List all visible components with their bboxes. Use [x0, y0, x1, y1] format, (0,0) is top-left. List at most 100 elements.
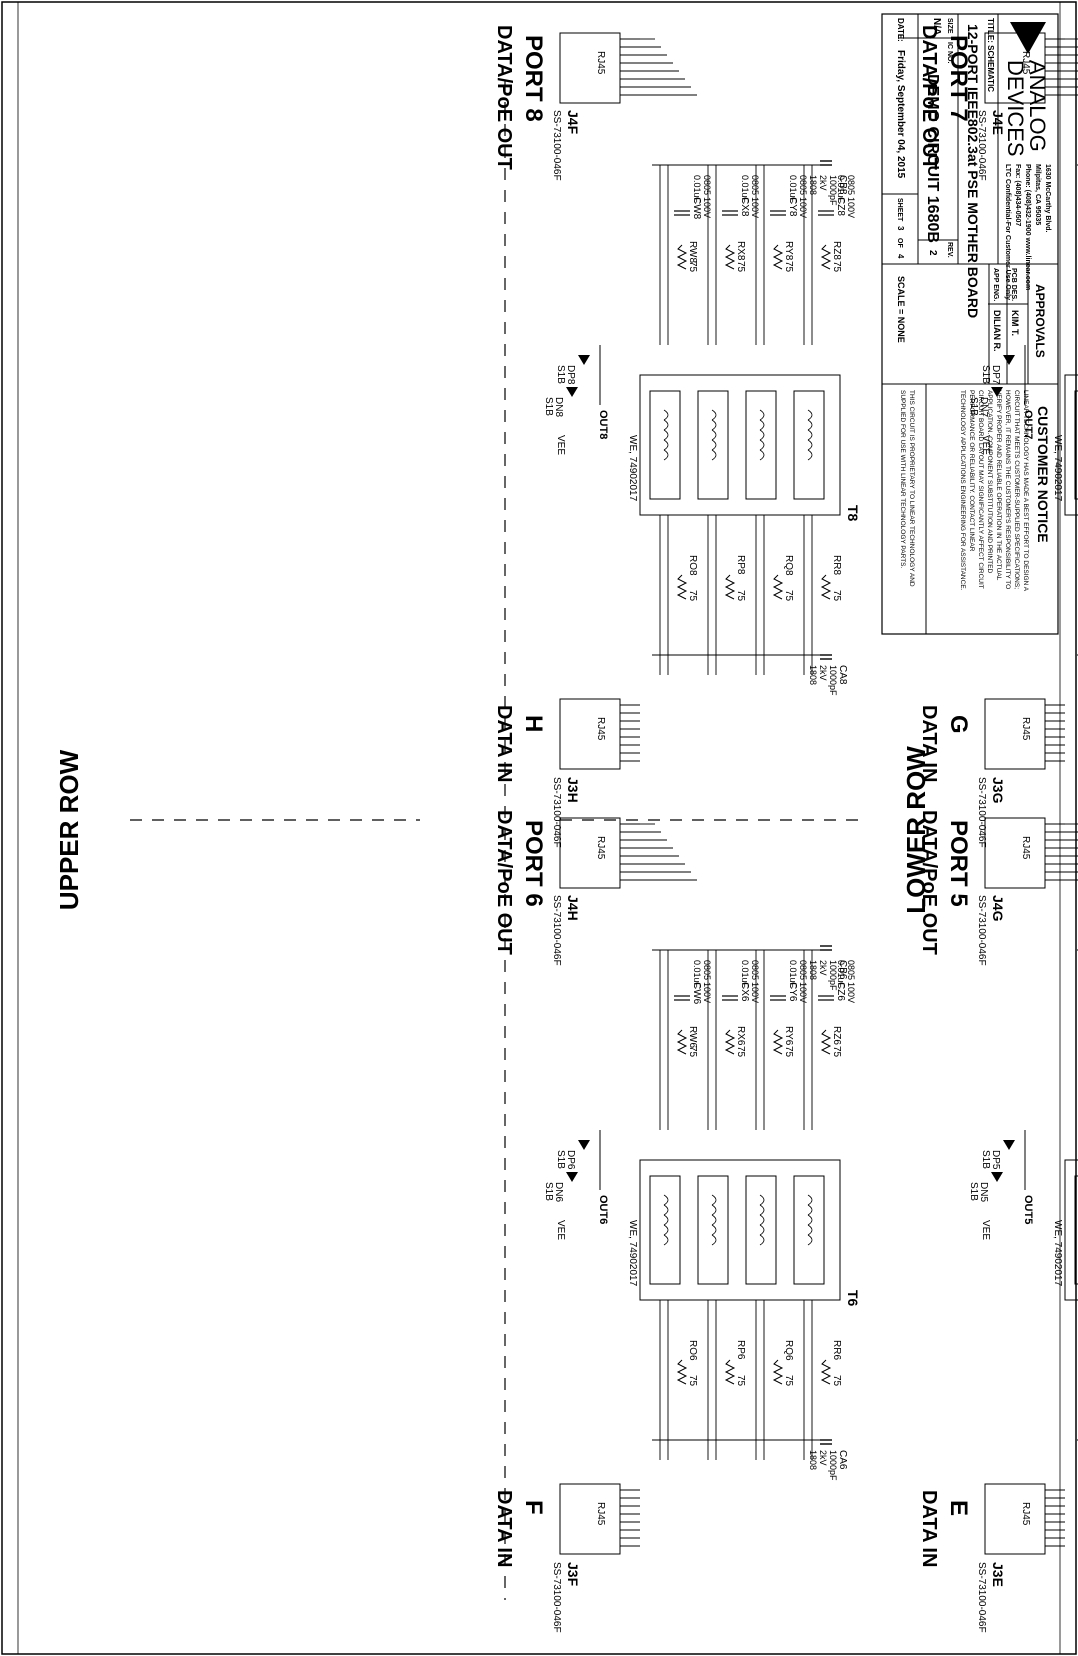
resistor-75-ohm [820, 1029, 832, 1055]
winding-pair [745, 1175, 777, 1285]
notice-line: CIRCUIT THAT MEETS CUSTOMER-SUPPLIED SPE… [1013, 390, 1020, 589]
resistor-75-ohm [820, 574, 832, 600]
notice-line: APPLICATION. COMPONENT SUBSTITUTION AND … [986, 390, 993, 574]
cap-size: 0805 [750, 960, 760, 980]
resistor-value: 75 [687, 1046, 698, 1058]
approval-role: PCB DES. [1010, 268, 1017, 301]
coil-turn [711, 1214, 717, 1226]
rev-value: 2 [927, 250, 938, 256]
data-in-letter: H [520, 715, 547, 732]
cap-voltage: 100V [750, 982, 760, 1003]
jack-in-part: SS-73100-046F [976, 1562, 987, 1633]
coil-turn [711, 1224, 717, 1236]
resistor-ref: RR6 [831, 1340, 842, 1360]
resistor-ref: RQ8 [783, 555, 794, 576]
resistor-value: 75 [687, 261, 698, 273]
jack-in-ref: J3H [565, 777, 581, 803]
rev-caption: REV. [946, 242, 953, 258]
coil-turn [663, 409, 669, 421]
address-line: Fax: (408)434-0507 [1014, 164, 1021, 226]
jack-in-ref: J3G [990, 777, 1006, 804]
coil-turn [711, 1194, 717, 1206]
rj45-jack-in [984, 698, 1046, 770]
coil-turn [663, 1214, 669, 1226]
rj45-jack-in [984, 1483, 1046, 1555]
diode-dp-type: S1B [555, 365, 566, 384]
resistor-75-ohm [772, 1359, 784, 1385]
diode-dn [991, 1172, 1003, 1182]
cap-value: 0.01uF [836, 960, 846, 989]
size-caption: SIZE [946, 18, 953, 34]
transformer-outline [1064, 1159, 1078, 1301]
transformer-ref: T6 [845, 1290, 861, 1307]
cap-ref: CY6 [787, 982, 798, 1002]
size-value: N/A [931, 18, 942, 35]
cap-ref: CZ6 [835, 982, 846, 1001]
sheet-number: 3 [896, 226, 905, 231]
resistor-value: 75 [783, 261, 794, 273]
cap-size: 0805 [702, 175, 712, 195]
resistor-value: 75 [831, 261, 842, 273]
rj45-jack-out [984, 817, 1046, 889]
coil-turn [663, 1194, 669, 1206]
diode-dp-type: S1B [980, 365, 991, 384]
notice-line: VERIFY PROPER AND RELIABLE OPERATION IN … [995, 390, 1002, 581]
coil-turn [759, 1194, 765, 1206]
resistor-75-ohm [724, 574, 736, 600]
notice-line: PERFORMANCE OR RELIABILITY. CONTACT LINE… [968, 390, 975, 552]
approval-name: KIM T. [1010, 310, 1020, 336]
resistor-ref: RX8 [735, 241, 746, 261]
upper-row-label: UPPER ROW [54, 749, 84, 910]
cap-voltage: 100V [846, 197, 856, 218]
jack-in-ref: J3F [565, 1562, 581, 1587]
rj45-label: RJ45 [1020, 836, 1031, 860]
resistor-ref: RR8 [831, 555, 842, 575]
cap-size: 0805 [846, 175, 856, 195]
winding-pair [649, 390, 681, 500]
coil-turn [711, 1204, 717, 1216]
out-net-label: OUT7 [1022, 410, 1034, 439]
coil-turn [807, 409, 813, 421]
notice-line: CIRCUIT BOARD LAYOUT MAY SIGNIFICANTLY A… [977, 390, 984, 589]
cap-value: 0.01uF [692, 960, 702, 989]
resistor-75-ohm [724, 1029, 736, 1055]
jack-in-part: SS-73100-046F [976, 777, 987, 848]
hv-cap-voltage: 2kV [818, 960, 828, 976]
notice-footer-line: SUPPLIED FOR USE WITH LINEAR TECHNOLOGY … [899, 390, 906, 568]
resistor-75-ohm [676, 1359, 688, 1385]
cap-size: 0805 [702, 960, 712, 980]
winding-pair [745, 390, 777, 500]
approvals-title: APPROVALS [1033, 284, 1047, 358]
title-caption: TITLE: SCHEMATIC [986, 18, 995, 92]
rj45-label: RJ45 [1020, 717, 1031, 741]
jack-out-part: SS-73100-046F [551, 895, 562, 966]
date-caption: DATE: [896, 18, 905, 42]
resistor-75-ohm [820, 244, 832, 270]
resistor-ref: RZ6 [831, 1026, 842, 1045]
vee-label: VEE [980, 1220, 991, 1240]
diode-dn-type: S1B [543, 1182, 554, 1201]
resistor-ref: RQ6 [783, 1340, 794, 1361]
data-poe-out-label: DATA/PoE OUT [918, 25, 940, 170]
coil-turn [807, 1234, 813, 1246]
port-title: PORT 5 [945, 820, 972, 907]
hv-cap-voltage: 2kV [818, 1450, 828, 1466]
resistor-value: 75 [831, 590, 842, 602]
coil-turn [711, 409, 717, 421]
coil-turn [711, 419, 717, 431]
diode-dp [1003, 355, 1015, 365]
